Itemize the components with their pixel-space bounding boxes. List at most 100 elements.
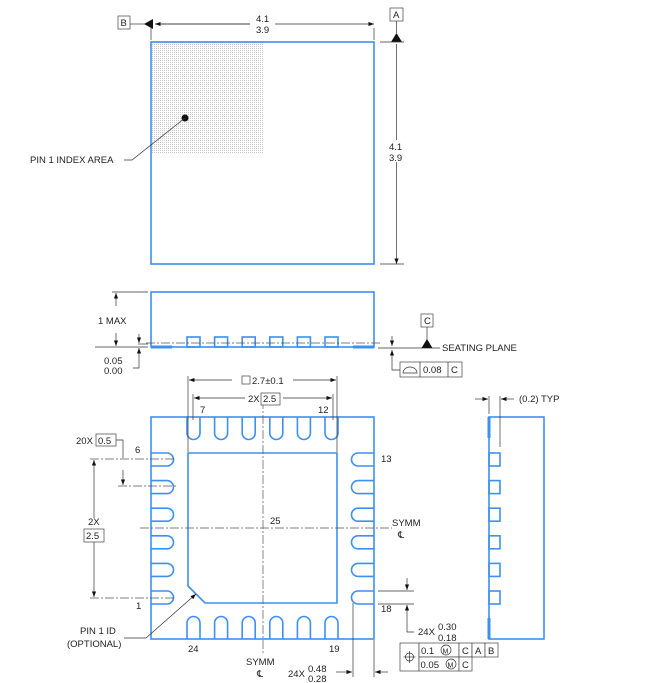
flatness-icon xyxy=(402,366,418,374)
span-value-left: 2.5 xyxy=(86,531,99,542)
span-count-top: 2X xyxy=(248,394,260,405)
standoff-min: 0.00 xyxy=(104,366,123,377)
lead-bottom xyxy=(269,615,284,639)
flatness-datum: C xyxy=(451,365,458,376)
fcf-row1-tol: 0.1 xyxy=(421,646,434,657)
pin1-index-label: PIN 1 INDEX AREA xyxy=(30,155,114,166)
fcf-row2-mod: M xyxy=(448,663,454,670)
pad-size: 2.7±0.1 xyxy=(252,376,284,387)
symm-label-right: SYMM xyxy=(392,518,421,529)
thermal-pad-number: 25 xyxy=(270,516,281,527)
lead-right xyxy=(350,590,374,605)
position-tolerance-frame: 0.1 M C A B 0.05 M C xyxy=(399,642,499,672)
datum-a-label: A xyxy=(393,10,400,21)
end-lead xyxy=(488,562,501,578)
pin-7-label: 7 xyxy=(200,405,205,416)
lead-bottom xyxy=(324,615,339,639)
lead-left xyxy=(151,562,175,578)
pin-13-label: 13 xyxy=(381,454,392,465)
fcf-row1-datum-2: A xyxy=(475,646,482,657)
side-lead xyxy=(296,336,312,348)
lead-bottom xyxy=(296,615,312,639)
datum-b-label: B xyxy=(121,18,127,29)
max-height-label: 1 MAX xyxy=(98,316,127,327)
pitch-value: 0.5 xyxy=(98,436,111,447)
fcf-row1-mod: M xyxy=(443,649,449,656)
pin1-id-line1: PIN 1 ID xyxy=(80,626,116,637)
end-lead xyxy=(488,452,501,467)
flatness-frame: 0.08 C xyxy=(399,361,463,378)
lead-left xyxy=(151,535,175,550)
lead-top xyxy=(296,417,312,441)
datum-c-label: C xyxy=(424,316,431,327)
lead-top xyxy=(213,417,229,441)
pin-18-label: 18 xyxy=(381,604,392,615)
side-lead xyxy=(186,336,201,348)
lead-top xyxy=(269,417,284,441)
centerline-symbol-right: ℄ xyxy=(397,530,405,541)
top-view: PIN 1 INDEX AREA B 4.1 3.9 A 4.1 3.9 xyxy=(30,7,404,265)
width-max: 4.1 xyxy=(256,14,269,25)
pitch-count: 20X xyxy=(76,436,94,447)
end-lead xyxy=(488,590,501,605)
lead-typ-label: (0.2) TYP xyxy=(519,394,559,405)
package-outline-side xyxy=(150,291,375,348)
lead-length-count: 24X xyxy=(288,669,306,680)
pin-6-label: 6 xyxy=(135,445,140,456)
fcf-row2-tol: 0.05 xyxy=(421,660,440,671)
end-lead xyxy=(488,507,501,523)
lead-left xyxy=(151,507,175,522)
lead-top xyxy=(241,417,256,441)
lead-bottom xyxy=(186,615,201,639)
fcf-row1-datum-3: B xyxy=(488,646,494,657)
end-view: (0.2) TYP xyxy=(475,394,559,640)
lead-length-max: 0.48 xyxy=(308,664,327,675)
fcf-row2-datum-1: C xyxy=(462,660,469,671)
fcf-row1-datum-1: C xyxy=(462,646,469,657)
lead-left xyxy=(151,590,175,605)
height-max: 4.1 xyxy=(389,142,402,153)
flatness-value: 0.08 xyxy=(423,365,442,376)
lead-right xyxy=(350,535,374,550)
lead-width-max: 0.30 xyxy=(438,622,457,633)
height-min: 3.9 xyxy=(389,153,402,164)
pin1-id-line2: (OPTIONAL) xyxy=(67,639,121,650)
standoff-max: 0.05 xyxy=(104,356,123,367)
lead-left xyxy=(151,479,175,495)
side-lead xyxy=(241,336,256,348)
pin1-index-area xyxy=(152,42,264,154)
seating-plane-label: SEATING PLANE xyxy=(442,343,517,354)
lead-right xyxy=(350,562,374,578)
lead-length-min: 0.28 xyxy=(308,674,327,683)
lead-right xyxy=(350,479,374,495)
package-outline-top xyxy=(150,41,375,265)
side-view: 1 MAX 0.05 0.00 C SEATING PLANE 0.08 C xyxy=(95,291,517,378)
side-lead xyxy=(268,336,284,348)
end-lead xyxy=(488,534,501,550)
symm-label-bottom: SYMM xyxy=(246,657,275,668)
datum-b-triangle xyxy=(144,19,153,29)
datum-c-triangle xyxy=(421,339,433,348)
datum-b-box xyxy=(117,15,131,30)
package-outline-end xyxy=(488,416,545,640)
lead-bottom xyxy=(241,615,256,639)
lead-left xyxy=(151,452,175,467)
pin-19-label: 19 xyxy=(329,644,340,655)
span-value-top: 2.5 xyxy=(263,394,276,405)
thermal-pad xyxy=(187,452,338,604)
pin1-leader xyxy=(124,117,186,161)
lead-top xyxy=(324,417,339,441)
lead-width-min: 0.18 xyxy=(438,633,457,644)
side-lead xyxy=(324,336,339,348)
pin-12-label: 12 xyxy=(318,405,329,416)
lead-width-count: 24X xyxy=(418,627,436,638)
lead-right xyxy=(350,452,374,467)
centerline-symbol-bottom: ℄ xyxy=(256,669,264,680)
side-lead xyxy=(213,336,229,348)
pin-1-label: 1 xyxy=(136,601,141,612)
span-count-left: 2X xyxy=(88,517,100,528)
lead-right xyxy=(350,507,374,522)
width-min: 3.9 xyxy=(256,25,269,36)
datum-a-triangle xyxy=(391,33,402,42)
